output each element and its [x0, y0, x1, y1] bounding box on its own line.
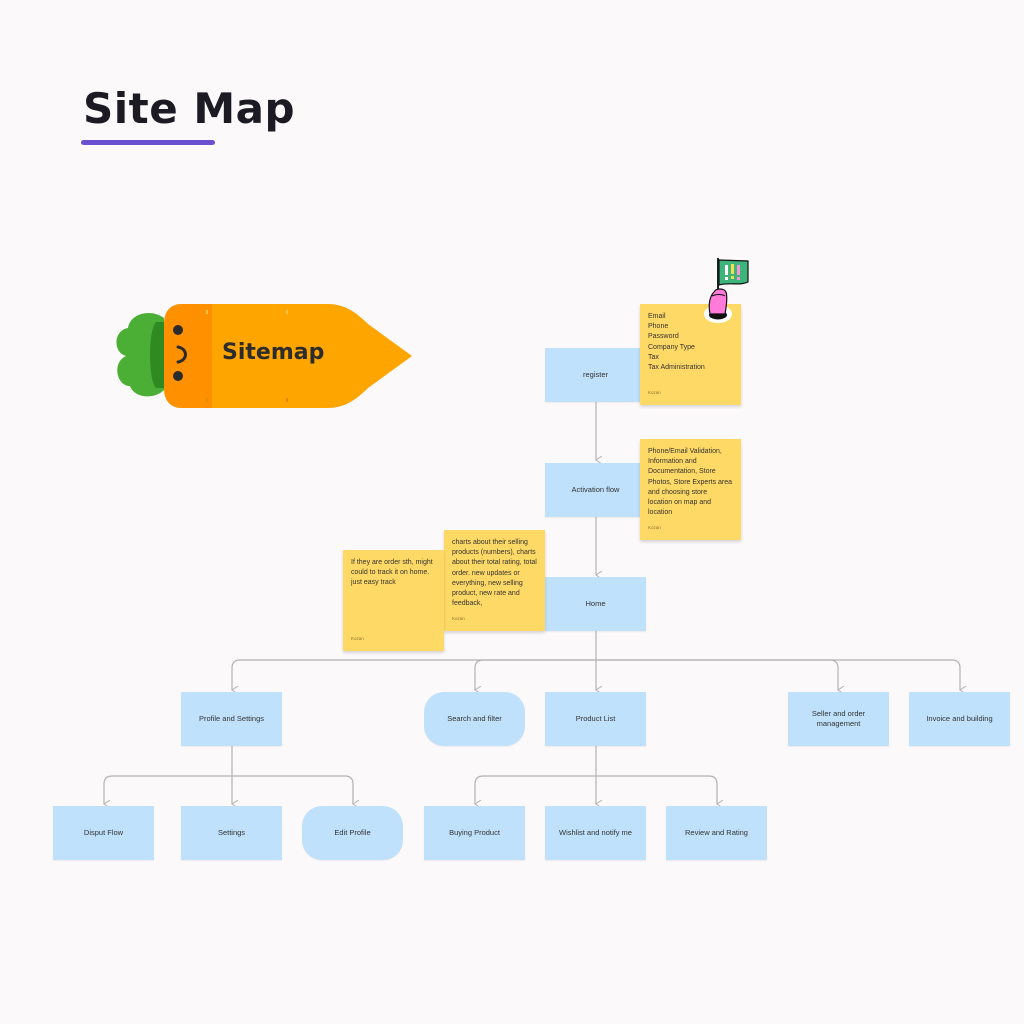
- node-register[interactable]: register: [545, 348, 646, 402]
- sticky-note-author: Kozan: [648, 524, 661, 530]
- node-seller-and-order-management[interactable]: Seller and order management: [788, 692, 889, 746]
- flag-sticker-icon: [704, 258, 749, 323]
- sticky-note-register-fields[interactable]: Email Phone Password Company Type Tax Ta…: [640, 304, 741, 405]
- sticky-note-text: Email Phone Password Company Type Tax Ta…: [648, 313, 705, 372]
- node-review-and-rating[interactable]: Review and Rating: [666, 806, 767, 860]
- node-profile-and-settings[interactable]: Profile and Settings: [181, 692, 282, 746]
- node-wishlist-and-notify-me[interactable]: Wishlist and notify me: [545, 806, 646, 860]
- sitemap-badge-label: Sitemap: [222, 340, 325, 365]
- node-disput-flow[interactable]: Disput Flow: [53, 806, 154, 860]
- node-edit-profile[interactable]: Edit Profile: [302, 806, 403, 860]
- node-home[interactable]: Home: [545, 577, 646, 631]
- sticky-note-text: If they are order sth, might could to tr…: [351, 559, 433, 587]
- sticky-note-author: Kozan: [452, 615, 465, 621]
- node-buying-product[interactable]: Buying Product: [424, 806, 525, 860]
- node-search-and-filter[interactable]: Search and filter: [424, 692, 525, 746]
- node-settings[interactable]: Settings: [181, 806, 282, 860]
- page-title: Site Map: [83, 84, 296, 133]
- sticky-note-text: Phone/Email Validation, Information and …: [648, 448, 733, 517]
- sticky-note-home-orders[interactable]: If they are order sth, might could to tr…: [343, 550, 444, 651]
- sticky-note-activation-details[interactable]: Phone/Email Validation, Information and …: [640, 439, 741, 540]
- sticky-note-author: Kozan: [351, 635, 364, 641]
- node-activation-flow[interactable]: Activation flow: [545, 463, 646, 517]
- sticky-note-author: Kozan: [648, 389, 661, 395]
- sitemap-carrot-icon: [116, 304, 412, 408]
- node-invoice-and-building[interactable]: Invoice and building: [909, 692, 1010, 746]
- node-product-list[interactable]: Product List: [545, 692, 646, 746]
- sticky-note-home-charts[interactable]: charts about their selling products (num…: [444, 530, 545, 631]
- sticky-note-text: charts about their selling products (num…: [452, 539, 537, 608]
- title-underline: [81, 140, 215, 145]
